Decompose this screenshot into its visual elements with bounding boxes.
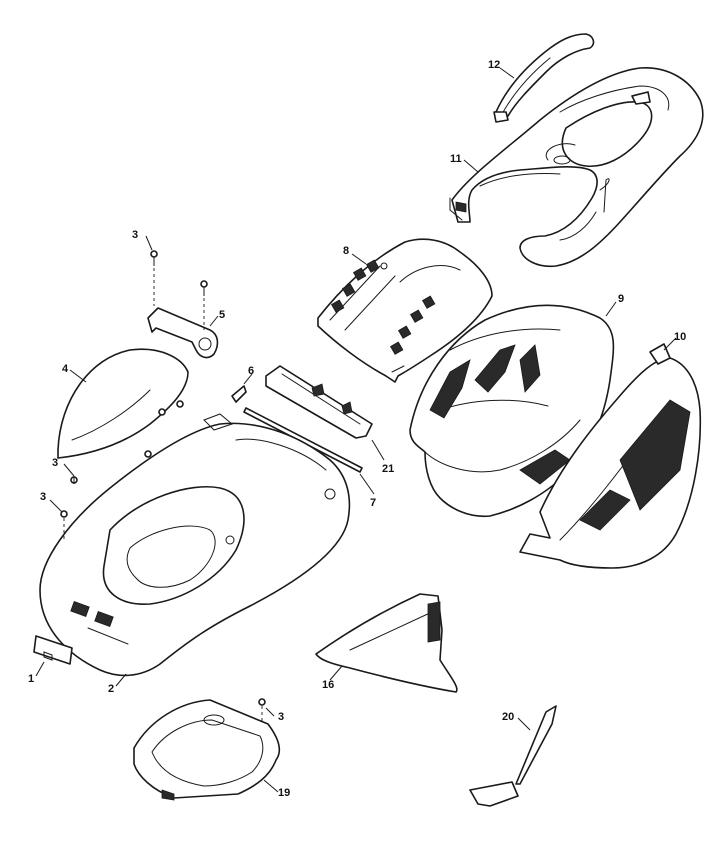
part-20-lever	[469, 705, 557, 807]
part-5-carry-handle	[147, 307, 219, 359]
callout-7: 7	[370, 497, 376, 509]
callout-12: 12	[488, 59, 500, 71]
callout-19: 19	[278, 787, 290, 799]
callout-20: 20	[502, 711, 514, 723]
callout-5: 5	[219, 309, 225, 321]
screw-group	[60, 250, 266, 724]
callout-3-left-lower: 3	[40, 491, 46, 503]
part-2-deck	[39, 413, 351, 677]
callout-21: 21	[382, 463, 394, 475]
part-8-grass-box-lid	[317, 238, 493, 383]
part-7-rod	[243, 407, 363, 473]
leader-lines	[35, 67, 677, 793]
callout-1: 1	[28, 673, 34, 685]
screw-3-left-upper	[70, 476, 78, 484]
part-6-clip	[231, 385, 247, 403]
screw-3-tray	[258, 698, 266, 724]
callout-labels: 12 11 8 9 10 3 5 4 6 21 7 3 3 1 2 16 3 1…	[28, 59, 686, 799]
callout-3-tray: 3	[278, 711, 284, 723]
part-9-grass-box-inner	[409, 304, 615, 518]
screw-5	[200, 280, 208, 330]
callout-4: 4	[62, 363, 69, 375]
callout-3-left-upper: 3	[52, 457, 58, 469]
part-12-handle-grip	[493, 33, 595, 123]
callout-6: 6	[248, 365, 254, 377]
part-4-deck-cover	[57, 348, 189, 459]
screw-3-left-lower	[60, 510, 68, 540]
callout-8: 8	[343, 245, 349, 257]
callout-9: 9	[618, 293, 624, 305]
callout-10: 10	[674, 331, 686, 343]
callout-16: 16	[322, 679, 334, 691]
part-11-handle-console	[449, 67, 704, 268]
screw-3-top	[150, 250, 158, 306]
callout-3-top: 3	[132, 229, 138, 241]
part-16-chute	[315, 593, 458, 693]
part-1-flap	[33, 635, 73, 665]
part-21-bracket	[265, 365, 373, 439]
callout-2: 2	[108, 683, 114, 695]
part-19-tray	[133, 699, 281, 801]
callout-11: 11	[450, 153, 462, 165]
